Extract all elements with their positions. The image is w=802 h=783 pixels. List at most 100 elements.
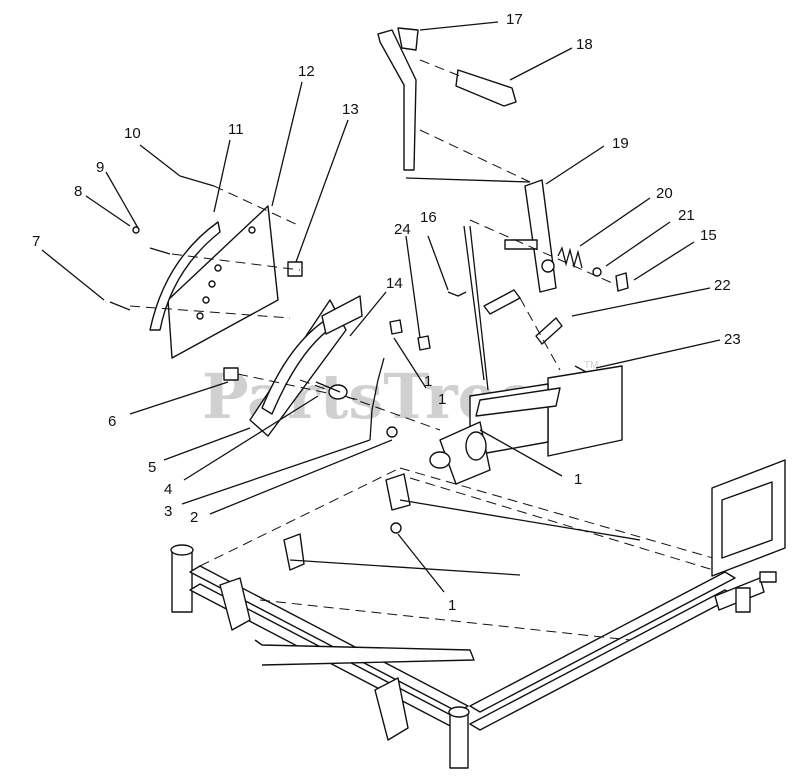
callout-22: 22 xyxy=(714,277,731,294)
frame-right-post xyxy=(449,711,469,769)
pivot-arm xyxy=(524,179,557,293)
nut-24a xyxy=(389,319,403,335)
bolt-10 xyxy=(179,175,215,187)
callout-13: 13 xyxy=(342,101,359,118)
frame-mid-bracket-2 xyxy=(385,473,411,511)
quadrant-tab xyxy=(321,295,363,335)
frame-right-rail xyxy=(469,571,736,713)
leader-1-bottom xyxy=(397,533,445,593)
lever-shaft xyxy=(405,177,531,183)
leader-23 xyxy=(595,339,721,369)
leader-18 xyxy=(509,47,573,81)
spacer-6 xyxy=(223,367,239,381)
pivot-bolt-head xyxy=(328,384,348,400)
lever-arm xyxy=(377,29,417,171)
callout-15: 15 xyxy=(700,227,717,244)
leader-9 xyxy=(105,171,139,229)
frame-inner-member xyxy=(254,639,475,666)
frame-rear-stud-2 xyxy=(759,571,777,583)
callout-18: 18 xyxy=(576,36,593,53)
leader-lines xyxy=(41,21,721,593)
lever-grip-dash xyxy=(419,59,461,77)
frame-support-line-2 xyxy=(399,499,641,541)
leader-1-mid xyxy=(463,225,485,381)
leader-21 xyxy=(605,221,671,267)
plate-hole xyxy=(248,226,256,234)
cotter-14 xyxy=(369,357,385,441)
link-22 xyxy=(535,317,563,345)
frame-back-rail-2 xyxy=(409,477,721,573)
lever-top xyxy=(397,27,419,51)
plate-hole xyxy=(202,296,210,304)
callout-11: 11 xyxy=(228,121,244,138)
frame-support-line xyxy=(289,559,521,576)
quadrant-plate-12 xyxy=(167,205,279,359)
quadrant-plates xyxy=(109,175,441,534)
callout-21: 21 xyxy=(678,207,695,224)
washer xyxy=(592,267,602,277)
link-16 xyxy=(483,289,521,315)
leader-20 xyxy=(579,197,651,247)
callout-6: 6 xyxy=(108,413,116,430)
rear-mount-plate xyxy=(547,365,623,457)
leader-1-right xyxy=(479,429,563,477)
washer-1-lower xyxy=(390,522,402,534)
callout-14: 14 xyxy=(386,275,403,292)
frame-bracket-left xyxy=(219,577,251,631)
leader-1-top xyxy=(393,337,427,389)
plate-hole xyxy=(208,280,216,288)
lever-grip xyxy=(455,69,517,107)
rear-bracket xyxy=(429,225,623,485)
leader-17 xyxy=(419,21,499,31)
leader-12 xyxy=(271,81,303,207)
bolt-7 xyxy=(109,301,131,311)
rod-upper xyxy=(469,225,489,391)
frame-back-rail xyxy=(399,467,721,561)
leader-10 xyxy=(139,144,181,177)
spring-coil xyxy=(557,246,583,269)
leader-14 xyxy=(349,291,387,337)
leader-11 xyxy=(213,139,231,213)
clip-16 xyxy=(447,291,467,297)
leader-3 xyxy=(181,439,371,505)
spring-axis-dash xyxy=(469,219,629,291)
callout-20: 20 xyxy=(656,185,673,202)
frame-rear-stud xyxy=(735,587,751,613)
rear-mount-arm xyxy=(475,387,561,417)
callout-4: 4 xyxy=(164,481,172,498)
callout-24: 24 xyxy=(394,221,411,238)
callout-1-a: 1 xyxy=(424,373,432,390)
spring xyxy=(557,246,583,269)
leader-16 xyxy=(427,235,449,291)
frame-mid-bracket-1 xyxy=(283,533,305,571)
frame-right-rail-lower xyxy=(469,589,736,731)
frame-cross-dash xyxy=(259,599,631,641)
callout-23: 23 xyxy=(724,331,741,348)
callout-10: 10 xyxy=(124,125,141,142)
callout-labels: 17 18 12 13 10 11 9 8 7 19 20 21 15 24 1… xyxy=(32,11,741,614)
watermark-trademark: TM xyxy=(584,360,598,371)
frame-front-rail xyxy=(189,565,469,713)
callout-5: 5 xyxy=(148,459,156,476)
callout-9: 9 xyxy=(96,159,104,176)
leader-15 xyxy=(633,241,695,281)
callout-16: 16 xyxy=(420,209,437,226)
assembly-dash-1 xyxy=(129,305,291,319)
callout-3: 3 xyxy=(164,503,172,520)
callout-2: 2 xyxy=(190,509,198,526)
leader-22 xyxy=(571,287,711,317)
lever-assembly xyxy=(377,27,557,293)
leader-5 xyxy=(163,427,251,461)
callout-19: 19 xyxy=(612,135,629,152)
leader-13 xyxy=(295,119,349,263)
links xyxy=(447,289,591,375)
frame-bracket-mid xyxy=(374,677,409,741)
assembly-dash-5 xyxy=(299,379,441,431)
leader-4 xyxy=(183,395,319,481)
pivot-arm-hole xyxy=(541,259,555,273)
quadrant-cover-11 xyxy=(149,221,221,331)
leader-7 xyxy=(41,249,105,301)
frame-left-post-top xyxy=(170,544,194,556)
leader-8 xyxy=(85,195,131,227)
